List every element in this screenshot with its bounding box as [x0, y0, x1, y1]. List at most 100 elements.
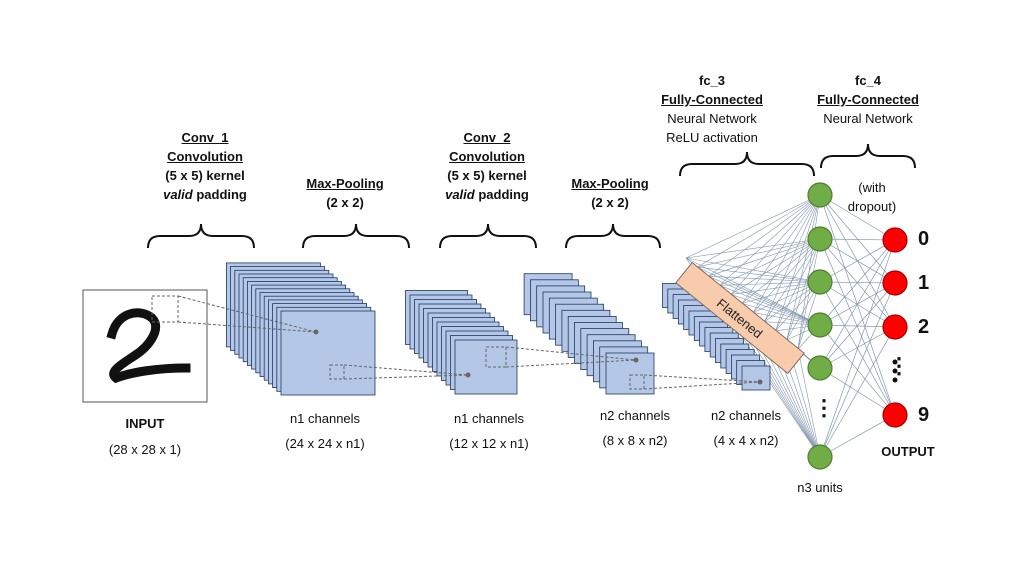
map3-size: (8 x 8 x n2)	[602, 433, 668, 448]
fc3-connection	[708, 194, 821, 277]
conv2-padding: valid padding	[445, 187, 529, 202]
fc4-connection	[819, 194, 896, 241]
fc3-connection	[752, 194, 821, 313]
projection-lines	[151, 295, 763, 390]
projection-line	[177, 321, 317, 333]
feature-map-front	[741, 365, 771, 391]
feature-map-stack-1	[225, 262, 376, 396]
output-label-1: 1	[918, 272, 930, 294]
projection-line	[643, 374, 761, 383]
projection-line	[505, 359, 637, 368]
receptive-field-2	[329, 364, 345, 380]
output-ellipsis: ⋮	[888, 353, 910, 378]
fc3-connection	[797, 238, 821, 350]
fc4-connection	[819, 239, 896, 369]
input-size: (28 x 28 x 1)	[108, 442, 182, 457]
input-image	[82, 289, 208, 403]
output-node-3	[882, 314, 908, 340]
receptive-field-3	[485, 346, 507, 368]
fc3-connection	[708, 275, 821, 283]
fc3-connection	[797, 348, 821, 458]
fc4-connection	[819, 326, 896, 458]
fc3-connection	[697, 194, 821, 268]
pool2-type: Max-Pooling	[571, 176, 649, 191]
fc4-connection	[819, 239, 896, 283]
brace-fc3	[679, 151, 815, 177]
fc4-connection	[819, 239, 896, 326]
fc4-connection	[819, 239, 896, 458]
feature-map-stack-3	[523, 273, 655, 395]
fc3-connection	[697, 238, 821, 268]
hidden-node-5	[807, 355, 833, 381]
brace-pool2	[565, 223, 661, 249]
output-node-2	[882, 270, 908, 296]
conv2-type: Convolution	[449, 149, 525, 164]
feature-map-front	[605, 352, 655, 395]
handwritten-digit-2	[106, 308, 191, 384]
projection-line	[177, 295, 317, 333]
fc3-desc1: Neural Network	[667, 111, 757, 126]
brace-conv2	[439, 223, 537, 249]
hidden-ellipsis: ⋮	[813, 395, 835, 420]
projection-point	[313, 329, 319, 335]
fc3-connection	[797, 194, 821, 350]
map1-size: (24 x 24 x n1)	[285, 436, 365, 451]
feature-map-stack-4	[662, 283, 771, 391]
projection-line	[343, 374, 469, 380]
hidden-node-4	[807, 312, 833, 338]
flattened-bar: Flattened	[675, 261, 805, 375]
map2-channels: n1 channels	[453, 411, 525, 426]
feature-map-stack-2	[405, 290, 518, 395]
fc3-connection	[730, 294, 821, 326]
fc3-connection	[730, 194, 821, 295]
conv1-type: Convolution	[167, 149, 243, 164]
conv2-name: Conv_2	[463, 130, 511, 145]
pool1-type: Max-Pooling	[306, 176, 384, 191]
output-title: OUTPUT	[881, 444, 935, 459]
hidden-node-2	[807, 226, 833, 252]
receptive-field-1	[151, 295, 179, 323]
fc3-connection	[764, 194, 821, 322]
fc4-connection	[819, 414, 896, 458]
receptive-field-4	[629, 374, 645, 390]
fc4-note-line1: (with	[858, 180, 886, 195]
map3-channels: n2 channels	[599, 408, 671, 423]
brace-pool1	[302, 223, 410, 249]
fc4-connection	[819, 238, 896, 416]
projection-point	[465, 372, 471, 378]
hidden-node-6	[807, 444, 833, 470]
fc3-name: fc_3	[698, 73, 726, 88]
output-node-1	[882, 227, 908, 253]
feature-map-stacks	[225, 262, 771, 396]
pool2-size: (2 x 2)	[591, 195, 629, 210]
fc3-connection	[741, 194, 821, 304]
fc3-connection	[741, 238, 821, 304]
fc3-connection	[685, 238, 821, 259]
fc3-connection	[786, 238, 821, 340]
layer-braces	[147, 143, 916, 249]
fc3-desc2: ReLU activation	[666, 130, 758, 145]
output-label-9: 9	[918, 404, 930, 426]
fc-nodes	[807, 182, 908, 470]
fc3-connection	[786, 194, 821, 340]
projection-line	[343, 364, 469, 376]
hidden-node-1	[807, 182, 833, 208]
fc4-connection	[819, 194, 896, 284]
map4-channels: n2 channels	[710, 408, 782, 423]
feature-map-front	[280, 310, 376, 396]
conv1-name: Conv_1	[181, 130, 229, 145]
projection-point	[757, 379, 763, 385]
fc3-connection	[719, 194, 821, 286]
output-dot	[892, 368, 898, 374]
fc4-name: fc_4	[854, 73, 882, 88]
pool1-size: (2 x 2)	[326, 195, 364, 210]
output-dot	[892, 359, 898, 365]
projection-point	[633, 357, 639, 363]
conv2-kernel: (5 x 5) kernel	[447, 168, 527, 183]
output-node-4	[882, 402, 908, 428]
digit-stroke	[106, 308, 191, 384]
fc4-connection	[819, 194, 896, 416]
map1-channels: n1 channels	[289, 411, 361, 426]
